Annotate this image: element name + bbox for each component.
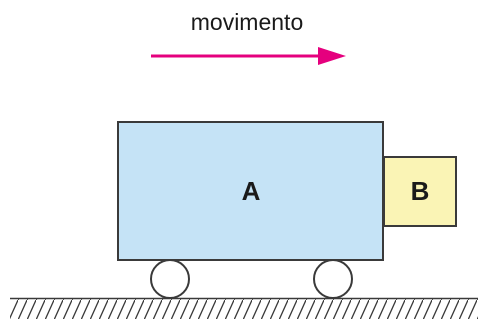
ground xyxy=(10,297,478,319)
cart-wheel-left xyxy=(150,259,190,299)
ground-hatching xyxy=(10,299,478,319)
block-label: B xyxy=(411,176,430,206)
motion-label: movimento xyxy=(191,9,303,35)
motion-arrow-icon xyxy=(151,47,346,65)
motion-arrow-head xyxy=(318,47,346,65)
cart-body xyxy=(117,121,384,261)
cart-wheel-right xyxy=(313,259,353,299)
block-b xyxy=(383,156,457,227)
cart-label: A xyxy=(242,176,261,206)
